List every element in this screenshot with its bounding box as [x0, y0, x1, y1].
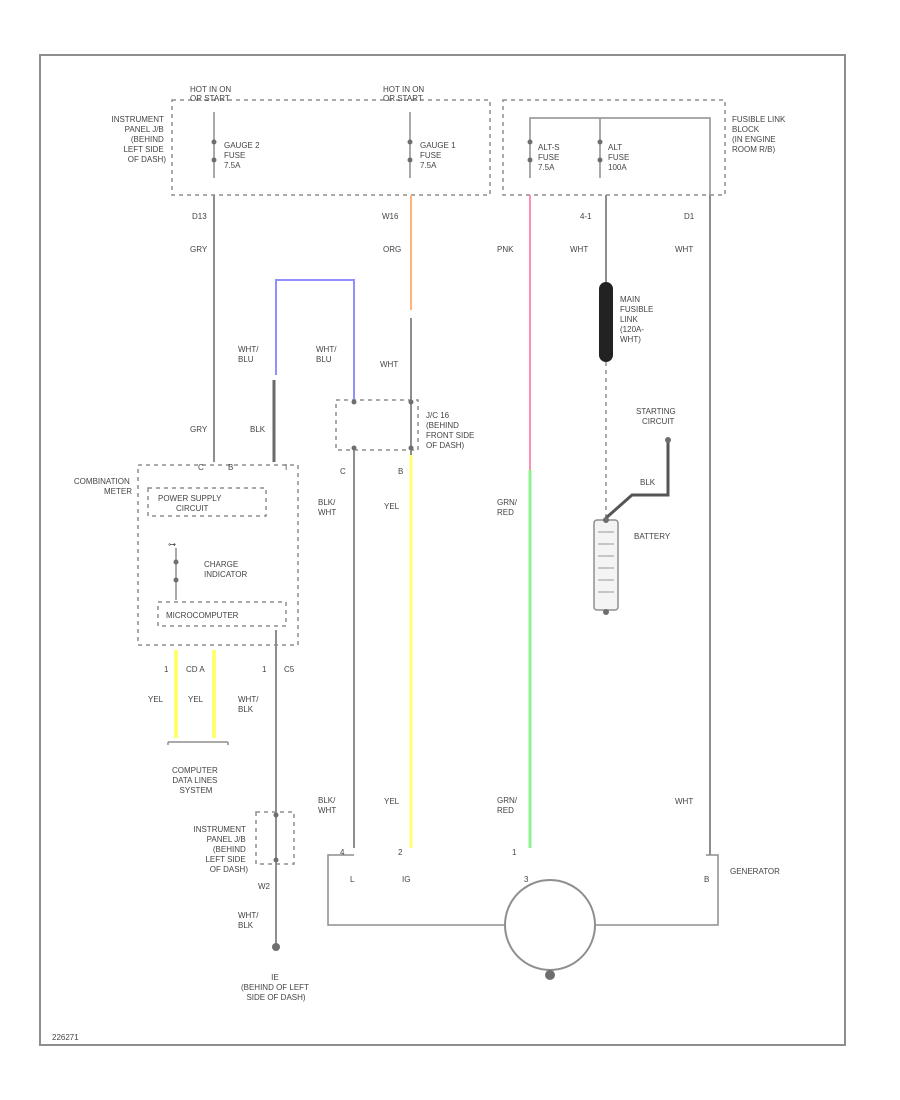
data-lines-label: COMPUTER DATA LINES SYSTEM — [172, 766, 220, 795]
label-blk-wht-g: BLK/WHT — [318, 796, 336, 815]
pin-cm-i: I — [285, 463, 287, 472]
fusible-link-block — [502, 99, 726, 196]
battery-label: BATTERY — [634, 532, 671, 541]
diagram-frame — [39, 54, 846, 1046]
pin-cm-c: C — [198, 463, 204, 472]
jb-top-label: INSTRUMENT PANEL J/B (BEHIND LEFT SIDE O… — [111, 115, 166, 164]
label-yel-a: YEL — [148, 695, 164, 704]
charge-indicator-icon: ⊶ — [168, 540, 176, 549]
label-blk-start: BLK — [640, 478, 656, 487]
generator-ground-dot — [545, 970, 555, 980]
pin-gen-1: 1 — [512, 848, 517, 857]
label-yel-s: YEL — [384, 502, 400, 511]
microcomputer-label: MICROCOMPUTER — [166, 611, 239, 620]
pin-gen-b: B — [704, 875, 709, 884]
generator-label: GENERATOR — [730, 867, 780, 876]
label-grn-red-g: GRN/RED — [497, 796, 518, 815]
pin-cm-c5: C5 — [284, 665, 295, 674]
pin-gen-4: 4 — [340, 848, 345, 857]
label-wht-alt: WHT — [570, 245, 588, 254]
label-yel-b: YEL — [188, 695, 204, 704]
label-org: ORG — [383, 245, 401, 254]
label-grn-red-s: GRN/RED — [497, 498, 518, 517]
starting-circuit-node — [665, 437, 671, 443]
instrument-panel-jb-top — [171, 99, 491, 196]
main-fusible-link — [599, 282, 613, 362]
pin-gen-2: 2 — [398, 848, 403, 857]
label-wht-blu-left: WHT/BLU — [238, 345, 259, 364]
pin-cm-1: 1 — [164, 665, 169, 674]
pin-gen-l: L — [350, 875, 355, 884]
pin-jb-w2: W2 — [258, 882, 271, 891]
pin-jb-left: D13 — [192, 212, 207, 221]
wire-blu — [275, 279, 355, 400]
label-blk-wht-s: BLK/WHT — [318, 498, 336, 517]
fusible-block-label: FUSIBLE LINK BLOCK (IN ENGINE ROOM R/B) — [732, 115, 788, 154]
jb-bottom-label: INSTRUMENT PANEL J/B (BEHIND LEFT SIDE O… — [193, 825, 248, 874]
jb-bottom-box — [255, 811, 295, 865]
label-blk-low: BLK — [250, 425, 266, 434]
pin-s-c: C — [340, 467, 346, 476]
generator-icon — [504, 879, 596, 971]
label-gry-low: GRY — [190, 425, 208, 434]
pin-fb-alt: 4-1 — [580, 212, 592, 221]
splice-jc16 — [335, 399, 419, 451]
label-wht-blu-right: WHT/BLU — [316, 345, 337, 364]
combination-meter-label: COMBINATION METER — [74, 477, 132, 496]
generator-outline-right — [596, 854, 719, 926]
label-wht-g: WHT — [675, 797, 693, 806]
combination-meter-box — [137, 464, 299, 646]
label-gry-top: GRY — [190, 245, 208, 254]
ground-point — [272, 943, 280, 951]
microcomputer-box — [157, 601, 287, 627]
pin-gen-ig: IG — [402, 875, 410, 884]
splice-label: J/C 16 (BEHIND FRONT SIDE OF DASH) — [426, 411, 477, 450]
generator-outline — [327, 854, 505, 926]
label-wht-blk-cm: WHT/BLK — [238, 695, 259, 714]
main-fusible-label: MAIN FUSIBLE LINK (120A- WHT) — [620, 295, 656, 344]
label-wht-blk-low: WHT/BLK — [238, 911, 259, 930]
ground-label: IE (BEHIND OF LEFT SIDE OF DASH) — [241, 973, 311, 1002]
pin-cm-1b: 1 — [262, 665, 267, 674]
wire-blk-start — [605, 440, 670, 520]
power-supply-box — [147, 487, 267, 517]
label-yel-g: YEL — [384, 797, 400, 806]
label-wht-right: WHT — [675, 245, 693, 254]
battery-icon — [593, 517, 619, 615]
pin-cm-cd: CD A — [186, 665, 205, 674]
pin-gen-3: 3 — [524, 875, 529, 884]
data-lines-bracket — [167, 741, 229, 745]
figure-code: 226271 — [52, 1033, 79, 1042]
pin-jb-mid: W16 — [382, 212, 399, 221]
pin-s-b: B — [398, 467, 403, 476]
pin-fb-right: D1 — [684, 212, 695, 221]
pin-cm-b: B — [228, 463, 233, 472]
label-wht-mid: WHT — [380, 360, 398, 369]
label-pnk: PNK — [497, 245, 514, 254]
